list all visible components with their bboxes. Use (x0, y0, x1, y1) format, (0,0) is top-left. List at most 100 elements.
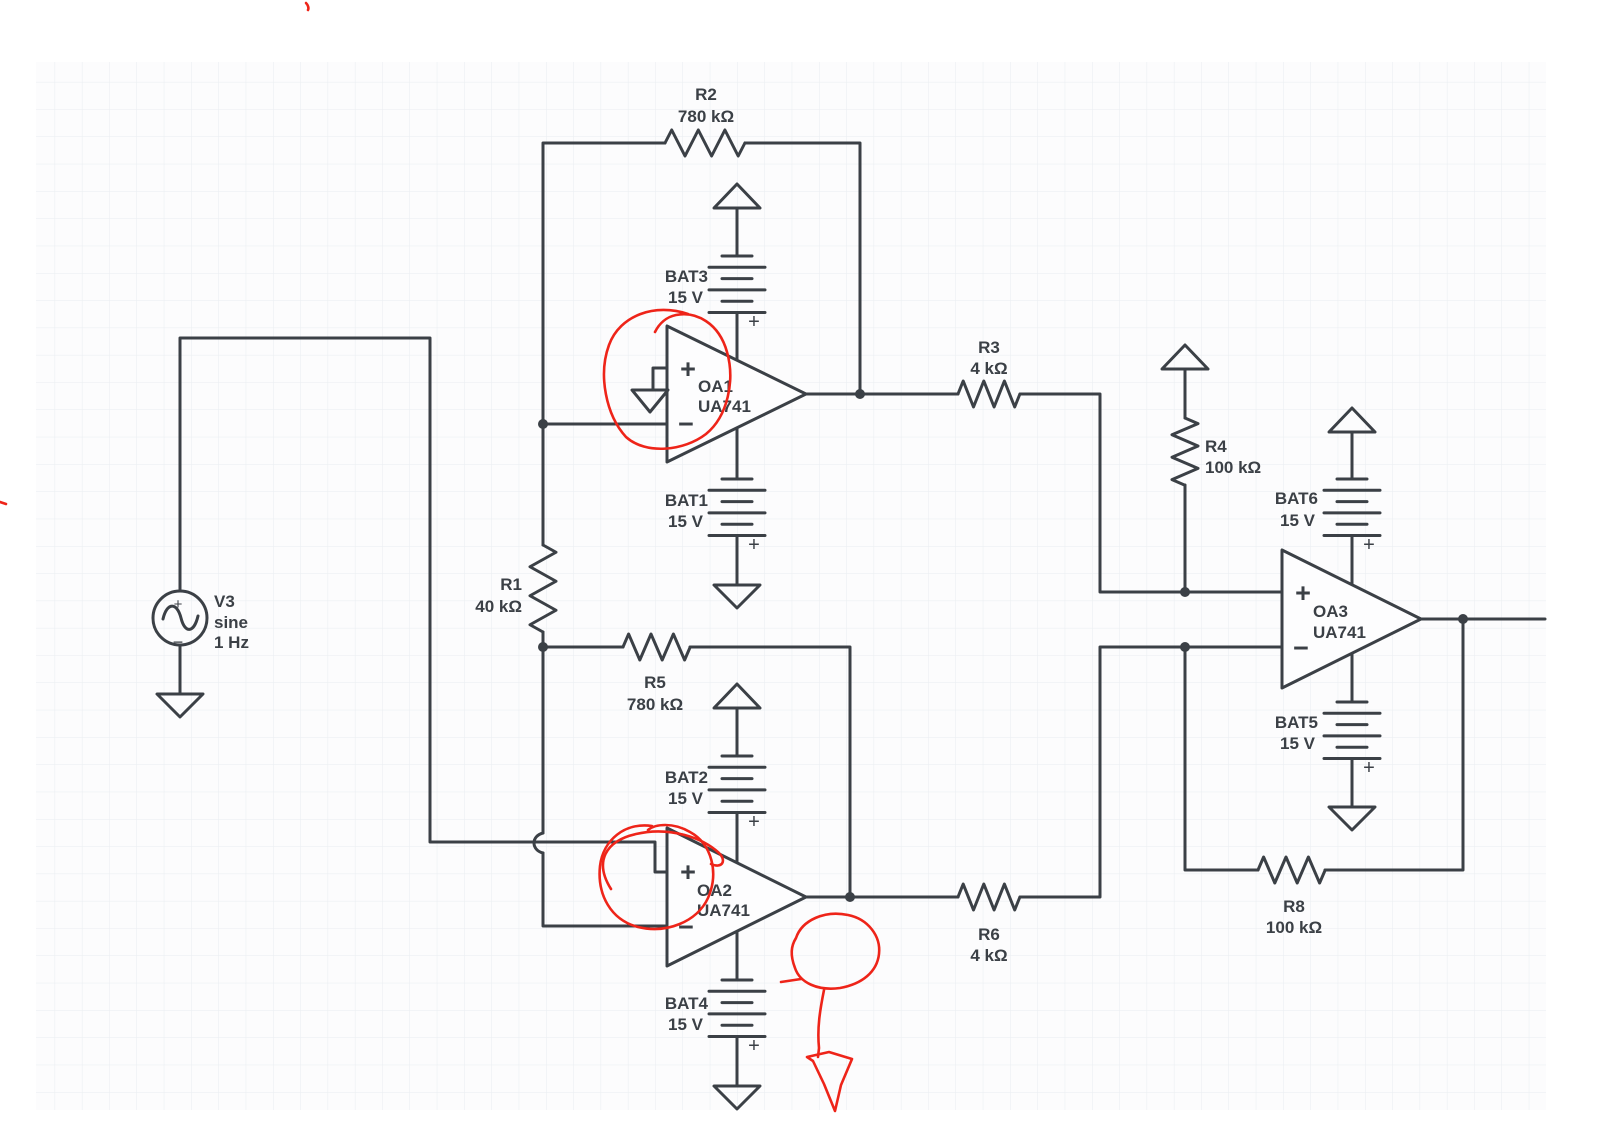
annotation-arrow-stem (816, 988, 826, 1059)
wire[interactable] (541, 141, 667, 547)
v3-plus-sign: + (174, 596, 183, 613)
sine-wave-icon (161, 604, 200, 631)
r3-ref-label: R3 (978, 338, 1000, 357)
bat5-ref-label: BAT5 (1275, 713, 1318, 732)
bat2-value-label: 15 V (668, 789, 704, 808)
resistor-r4[interactable]: R4 100 kΩ (1170, 416, 1261, 487)
oa3-ref-label: OA3 (1313, 602, 1348, 621)
resistor-icon (1256, 855, 1327, 885)
wire[interactable] (1018, 645, 1284, 899)
battery-bat6[interactable]: BAT6 15 V + (1275, 477, 1382, 556)
r6-ref-label: R6 (978, 925, 1000, 944)
bat5-value-label: 15 V (1280, 734, 1316, 753)
wires (178, 141, 1547, 1088)
hand-drawn-annotations (0, 1, 881, 1113)
bat1-plus-sign: + (748, 534, 760, 556)
resistor-r8[interactable]: R8 100 kΩ (1256, 855, 1327, 937)
r5-value-label: 780 kΩ (627, 695, 683, 714)
r3-value-label: 4 kΩ (970, 359, 1007, 378)
r6-value-label: 4 kΩ (970, 946, 1007, 965)
resistor-r6[interactable]: R6 4 kΩ (956, 882, 1022, 965)
r8-value-label: 100 kΩ (1266, 918, 1322, 937)
junction-dot (1180, 642, 1190, 652)
oa2-plus-sign: + (680, 857, 696, 887)
oa1-ref-label: OA1 (698, 377, 733, 396)
wire-hop[interactable] (532, 831, 545, 855)
battery-bat2[interactable]: BAT2 15 V + (665, 754, 767, 833)
bat1-ref-label: BAT1 (665, 491, 708, 510)
r1-value-label: 40 kΩ (475, 597, 522, 616)
annotation-arrowhead (805, 1050, 854, 1113)
opamp-triangle-icon (665, 826, 808, 968)
wire[interactable] (178, 336, 669, 874)
r2-ref-label: R2 (695, 85, 717, 104)
junction-dot (538, 419, 548, 429)
bat4-plus-sign: + (748, 1035, 760, 1057)
opamp-triangle-icon (1280, 548, 1423, 690)
v3-frequency-label: 1 Hz (214, 633, 249, 652)
battery-bat5[interactable]: BAT5 15 V + (1275, 700, 1382, 779)
bat6-plus-sign: + (1363, 534, 1375, 556)
annotation-blob-dash (779, 977, 803, 984)
r1-ref-label: R1 (500, 575, 522, 594)
r5-ref-label: R5 (644, 673, 666, 692)
wire[interactable] (743, 141, 862, 396)
opamp-triangle-icon (665, 324, 808, 464)
annotation-circle-oa1-plus-input (602, 308, 732, 450)
resistor-icon (956, 379, 1022, 409)
oa2-ref-label: OA2 (697, 881, 732, 900)
voltage-source-v3[interactable]: + − V3 sine 1 Hz (151, 589, 249, 652)
battery-bat1[interactable]: BAT1 15 V + (665, 477, 767, 556)
wire[interactable] (541, 851, 669, 928)
annotation-tick-top (304, 1, 310, 12)
battery-bat3[interactable]: BAT3 15 V + (665, 254, 767, 333)
resistor-r1[interactable]: R1 40 kΩ (475, 543, 558, 634)
small-ground-icon (630, 388, 670, 414)
resistor-icon (528, 543, 558, 634)
resistor-icon (956, 882, 1022, 912)
resistor-icon (621, 632, 692, 662)
junction-dot (538, 642, 548, 652)
opamp-oa1[interactable]: + − OA1 UA741 (630, 324, 808, 464)
annotation-blob (790, 912, 881, 990)
annotation-dash-left (0, 500, 8, 506)
bat2-plus-sign: + (748, 811, 760, 833)
v3-waveform-label: sine (214, 613, 248, 632)
wire[interactable] (688, 645, 852, 899)
wire[interactable] (1018, 392, 1284, 594)
bat3-plus-sign: + (748, 311, 760, 333)
r4-ref-label: R4 (1205, 437, 1227, 456)
resistor-r5[interactable]: R5 780 kΩ (621, 632, 692, 714)
bat5-plus-sign: + (1363, 757, 1375, 779)
bat3-value-label: 15 V (668, 288, 704, 307)
r4-value-label: 100 kΩ (1205, 458, 1261, 477)
junction-dot (1458, 614, 1468, 624)
v3-ref-label: V3 (214, 592, 235, 611)
junction-dot (845, 892, 855, 902)
junction-dot (855, 389, 865, 399)
opamp-oa3[interactable]: + − OA3 UA741 (1280, 548, 1423, 690)
oa3-minus-sign: − (1293, 633, 1309, 663)
opamp-oa2[interactable]: + − OA2 UA741 (665, 826, 808, 968)
wire[interactable] (1323, 617, 1465, 872)
annotation-arc-over-oa2 (601, 830, 725, 891)
resistor-r3[interactable]: R3 4 kΩ (956, 338, 1022, 409)
r8-ref-label: R8 (1283, 897, 1305, 916)
r2-value-label: 780 kΩ (678, 107, 734, 126)
v3-minus-sign: − (173, 632, 184, 652)
bat1-value-label: 15 V (668, 512, 704, 531)
battery-bat4[interactable]: BAT4 15 V + (665, 978, 767, 1057)
bat3-ref-label: BAT3 (665, 267, 708, 286)
wire[interactable] (1183, 645, 1260, 872)
source-circle-icon (151, 589, 209, 647)
annotation-circle-oa2-plus-input (598, 823, 715, 931)
bat2-ref-label: BAT2 (665, 768, 708, 787)
oa3-part-label: UA741 (1313, 623, 1366, 642)
wire[interactable] (651, 366, 669, 392)
resistor-icon (663, 128, 747, 158)
resistor-r2[interactable]: R2 780 kΩ (663, 85, 747, 158)
oa3-plus-sign: + (1295, 578, 1311, 608)
resistor-icon (1170, 416, 1200, 487)
